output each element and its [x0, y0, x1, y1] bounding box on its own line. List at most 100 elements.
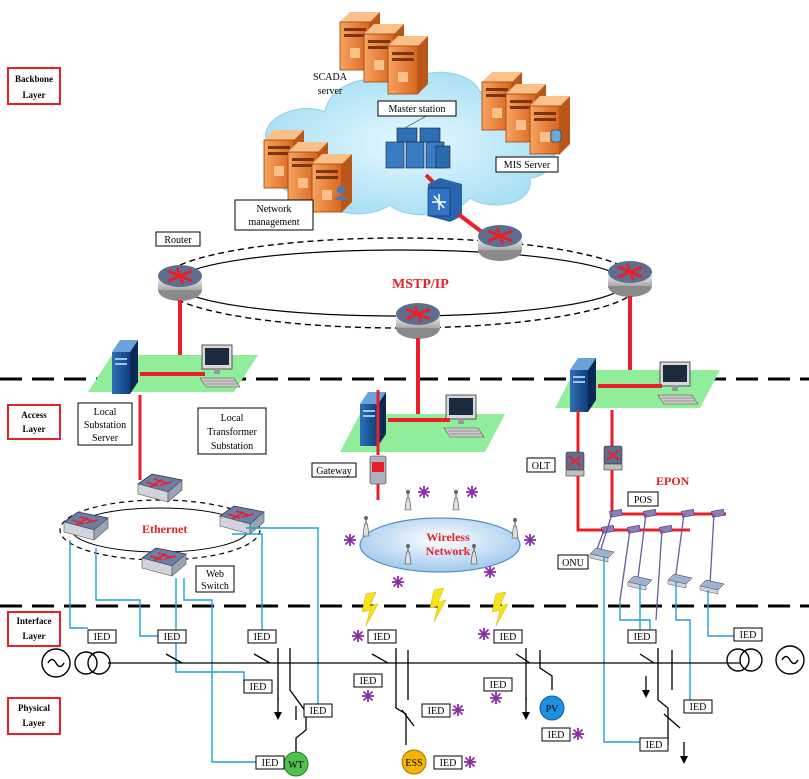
left-transformer-icon: [74, 651, 111, 675]
svg-text:Layer: Layer: [23, 631, 46, 641]
wt-unit: WT: [283, 751, 309, 777]
network-management-label: Network management: [234, 199, 314, 231]
svg-text:IED: IED: [360, 676, 377, 687]
svg-text:Local: Local: [221, 413, 244, 424]
olt-device-left: [565, 451, 585, 477]
epon-blue-links: [603, 556, 736, 743]
svg-text:management: management: [248, 217, 299, 228]
interface-layer-label: Interface Layer: [7, 611, 61, 647]
svg-text:SCADA: SCADA: [313, 72, 348, 83]
svg-text:Master station: Master station: [389, 104, 446, 115]
olt-server-icon: [570, 358, 596, 412]
network-management-icon: [263, 129, 353, 213]
svg-text:WT: WT: [288, 760, 304, 771]
onu-devices: [589, 547, 725, 595]
svg-text:ESS: ESS: [405, 758, 422, 769]
svg-text:Server: Server: [92, 433, 119, 444]
svg-text:Layer: Layer: [23, 424, 46, 434]
svg-text:OLT: OLT: [532, 461, 551, 472]
wireless-title-line1: Wireless: [426, 530, 470, 544]
local-substation-server-icon: [112, 340, 138, 394]
svg-text:IED: IED: [164, 632, 181, 643]
svg-text:Substation: Substation: [84, 420, 126, 431]
pv-unit: PV: [539, 695, 565, 721]
olt-device-right: [603, 445, 623, 471]
router-top: [476, 223, 524, 263]
svg-text:Backbone: Backbone: [15, 74, 53, 84]
pos-label: POS: [627, 491, 659, 507]
backbone-layer-label: Backbone Layer: [7, 67, 61, 105]
ethernet-blue-links: [69, 527, 319, 763]
svg-text:Physical: Physical: [18, 703, 51, 713]
svg-text:IED: IED: [94, 632, 111, 643]
core-switch-icon: [427, 178, 462, 222]
svg-text:IED: IED: [262, 758, 279, 769]
right-generator-icon: [775, 645, 805, 675]
web-switch-label: Web Switch: [195, 565, 235, 593]
svg-text:IED: IED: [646, 740, 663, 751]
router-bottom: [394, 301, 442, 341]
svg-text:Local: Local: [94, 407, 117, 418]
svg-text:Layer: Layer: [23, 90, 46, 100]
scada-server-label: SCADA server: [313, 72, 348, 97]
router-left: [156, 263, 204, 303]
router-right: [606, 259, 654, 299]
left-generator-icon: [41, 648, 71, 678]
ied-boxes: IED IED IED IED IED IED IED IED IED IED …: [87, 627, 763, 770]
router-label: Router: [155, 231, 201, 247]
ethernet-title: Ethernet: [142, 522, 187, 536]
svg-text:Interface: Interface: [17, 616, 52, 626]
mis-server-label: MIS Server: [495, 156, 559, 173]
master-station-icon: [385, 113, 451, 169]
svg-text:server: server: [318, 86, 343, 97]
svg-text:IED: IED: [254, 632, 271, 643]
svg-text:Network: Network: [257, 204, 292, 215]
svg-text:ONU: ONU: [562, 558, 584, 569]
olt-label: OLT: [526, 457, 556, 473]
svg-text:Substation: Substation: [211, 441, 253, 452]
switch-right: [219, 505, 265, 535]
svg-text:IED: IED: [428, 706, 445, 717]
master-station-label: Master station: [377, 100, 457, 117]
svg-text:MIS Server: MIS Server: [504, 160, 551, 171]
physical-layer-label: Physical Layer: [7, 697, 61, 735]
gateway-server-icon: [360, 392, 386, 446]
svg-text:Router: Router: [164, 235, 192, 246]
svg-text:IED: IED: [374, 632, 391, 643]
svg-text:IED: IED: [490, 680, 507, 691]
onu-label: ONU: [557, 554, 589, 570]
local-substation-server-label: Local Substation Server: [77, 402, 133, 446]
svg-text:Transformer: Transformer: [207, 427, 257, 438]
svg-text:Access: Access: [21, 410, 47, 420]
svg-text:IED: IED: [250, 682, 267, 693]
downstream-arrows: [273, 675, 689, 765]
svg-text:Gateway: Gateway: [316, 466, 352, 477]
svg-text:PV: PV: [546, 704, 560, 715]
svg-text:IED: IED: [690, 702, 707, 713]
svg-text:Switch: Switch: [201, 581, 229, 592]
svg-text:Layer: Layer: [23, 718, 46, 728]
svg-text:IED: IED: [440, 758, 457, 769]
gateway-device-icon: [369, 455, 387, 485]
gateway-label: Gateway: [311, 462, 357, 478]
scada-server-icon: [339, 11, 429, 95]
svg-text:IED: IED: [634, 632, 651, 643]
mstp-ip-title: MSTP/IP: [392, 277, 449, 292]
feeder-lines: [165, 648, 681, 750]
svg-text:IED: IED: [310, 706, 327, 717]
access-layer-label: Access Layer: [7, 404, 61, 440]
right-transformer-icon: [726, 648, 763, 672]
local-transformer-substation-label: Local Transformer Substation: [197, 407, 267, 455]
epon-title: EPON: [656, 474, 690, 488]
svg-text:IED: IED: [500, 632, 517, 643]
svg-text:IED: IED: [740, 630, 757, 641]
wireless-network-cloud: [359, 517, 521, 573]
svg-text:Web: Web: [206, 569, 224, 580]
svg-text:IED: IED: [548, 730, 565, 741]
ess-unit: ESS: [401, 749, 427, 775]
switch-top: [137, 473, 183, 503]
svg-text:POS: POS: [634, 495, 652, 506]
mis-server-icon: [481, 71, 571, 155]
wireless-title-line2: Network: [426, 544, 471, 558]
